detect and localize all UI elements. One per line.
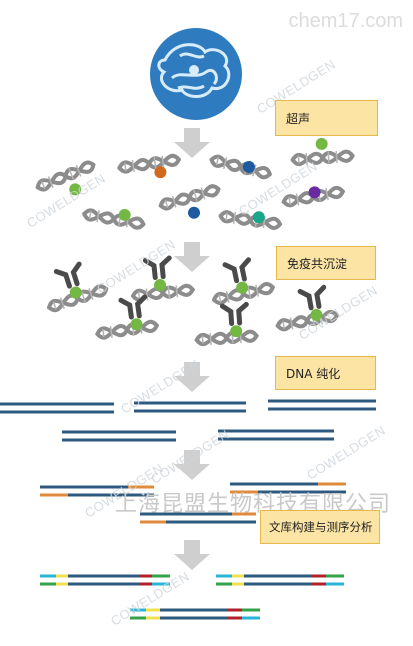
step-arrow-1 [174,128,210,158]
dna-fragment [290,137,355,168]
protein-dot [315,137,328,150]
protein-dot [154,166,167,179]
library-molecule [130,608,260,620]
dna-fragment [81,205,147,233]
dna-fragment [208,151,274,183]
step-label-library-sequencing: 文库构建与测序分析 [260,510,380,544]
step-label-immunoprecipitation: 免疫共沉淀 [276,246,376,280]
antibody-complex [45,259,111,316]
antibody-complex [210,256,277,308]
protein-dot [118,208,131,221]
step-label-text: 文库构建与测序分析 [269,520,373,534]
antibody-complex [94,296,160,342]
dna-fragment [157,181,223,219]
dna-fragment [33,157,98,196]
site-watermark: chem17.com [288,10,404,32]
step-label-text: DNA 纯化 [286,366,341,381]
step-arrow-2 [174,242,210,272]
immunoprecipitation-group [45,256,340,348]
antibody-complex [194,304,259,348]
protein-dot [188,206,201,219]
protein-dot [252,211,265,224]
step-label-text: 免疫共沉淀 [287,256,348,271]
library-molecule [40,574,170,586]
purified-dna-group [0,399,376,442]
sequencing-library-group [40,574,344,620]
dna-fragment [280,183,346,210]
dna-fragment [217,207,283,233]
protein-dot [308,186,321,199]
library-fragments-group [40,482,346,524]
step-arrow-5 [174,540,210,570]
antibody-complex [274,286,340,334]
dna-fragment [116,151,182,179]
antibody-complex [130,256,196,304]
library-molecule [216,574,344,586]
protein-dot [242,160,255,173]
step-label-dna-purification: DNA 纯化 [275,356,376,390]
sheared-chromatin-group [33,137,355,233]
step-label-text: 超声 [286,111,311,126]
step-label-sonication: 超声 [275,100,378,136]
cell-nucleus-icon [150,28,242,120]
protein-dot [69,183,82,196]
